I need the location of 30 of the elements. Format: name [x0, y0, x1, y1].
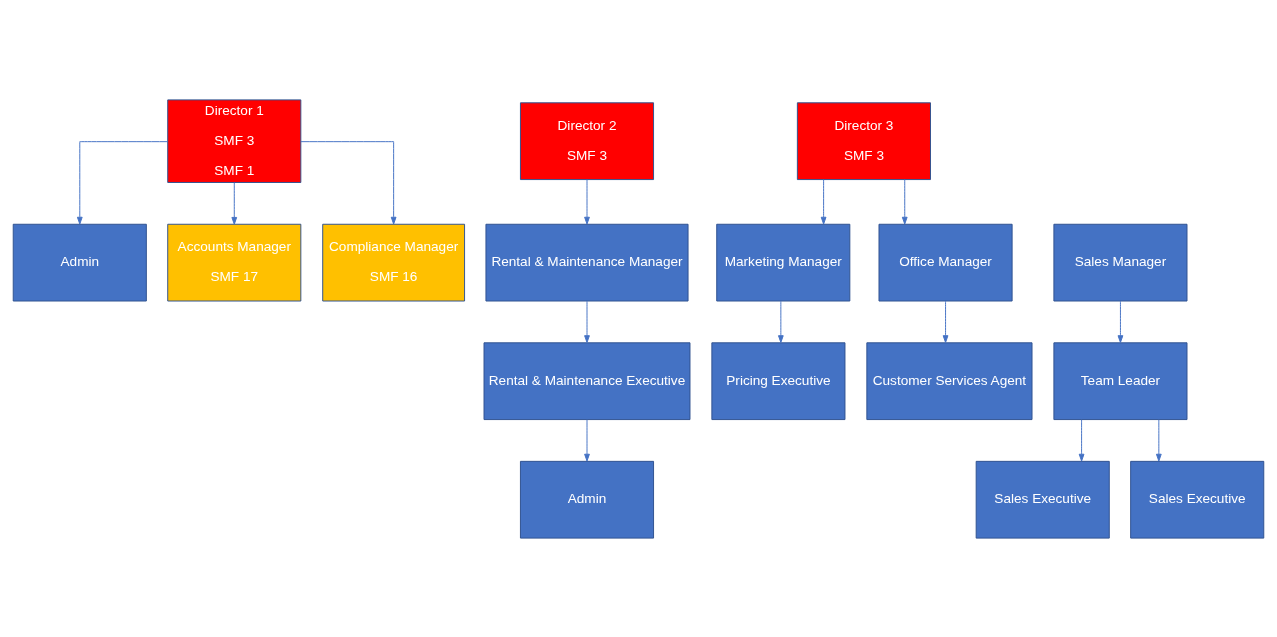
node-box: Customer Services Agent [866, 341, 1033, 420]
node-box: Compliance Manager SMF 16 [322, 223, 466, 301]
arrow [231, 181, 238, 225]
node-box: Accounts Manager SMF 17 [167, 223, 302, 301]
arrow [584, 300, 590, 343]
arrow [778, 300, 784, 343]
arrow [584, 418, 590, 461]
arrow [1078, 418, 1085, 461]
arrow [1117, 300, 1124, 343]
node-box: Admin [519, 460, 655, 539]
node-box: Director 1 SMF 3 SMF 1 [167, 98, 302, 183]
arrow [901, 178, 908, 225]
arrow [76, 140, 168, 225]
arrow [300, 140, 397, 225]
node-box: Rental & Maintenance Manager [485, 223, 689, 301]
node-box: Team Leader [1053, 341, 1188, 420]
node-box: Marketing Manager [716, 223, 851, 301]
arrow [1155, 418, 1162, 461]
node-box: Pricing Executive [711, 341, 846, 420]
node-box: Sales Executive [1130, 460, 1265, 539]
node-box: Admin [12, 223, 147, 301]
node-box: Office Manager [878, 223, 1013, 301]
arrow [584, 178, 590, 225]
arrow [820, 178, 827, 225]
node-box: Sales Executive [975, 460, 1110, 539]
node-box: Director 3 SMF 3 [796, 101, 931, 180]
node-box: Director 2 SMF 3 [519, 101, 655, 180]
arrow [942, 300, 949, 343]
node-box: Sales Manager [1053, 223, 1188, 301]
node-box: Rental & Maintenance Executive [483, 341, 691, 420]
